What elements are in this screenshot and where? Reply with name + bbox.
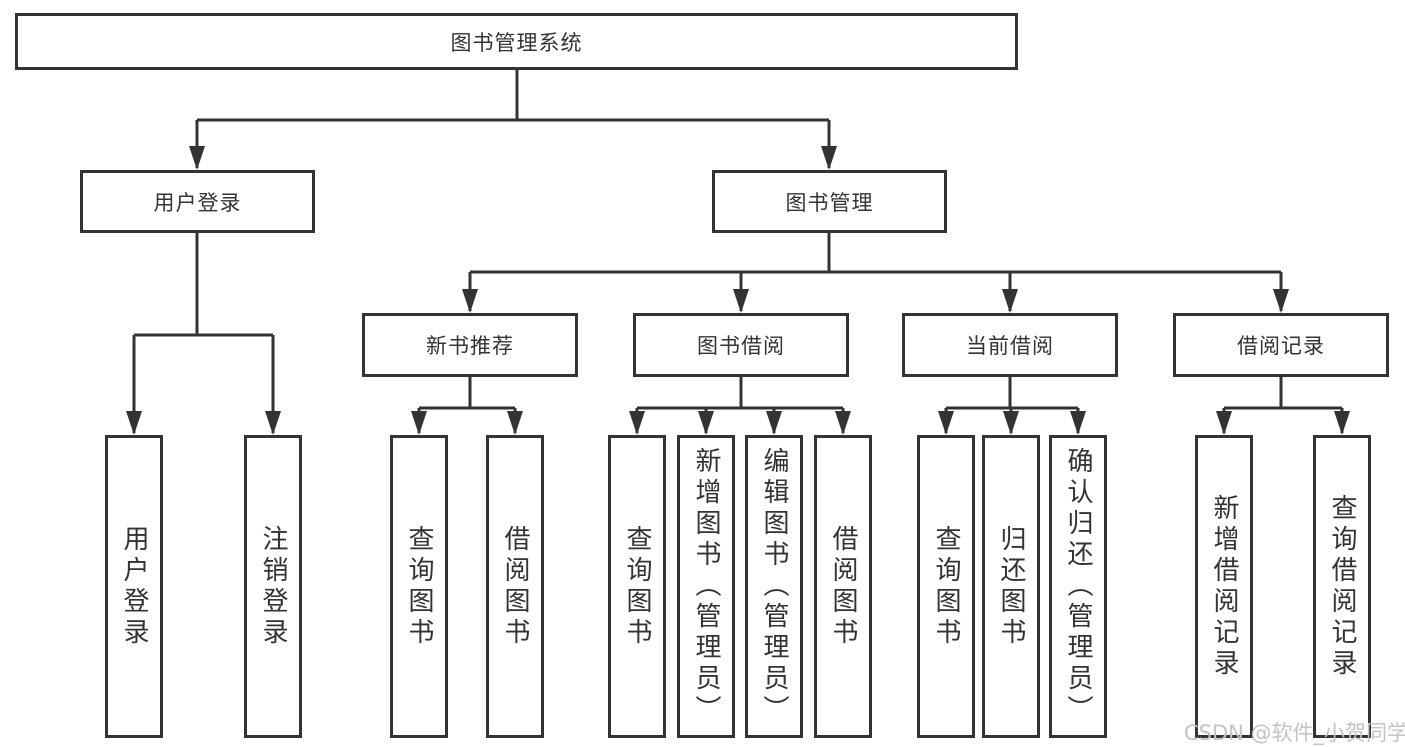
leaf-bb-add-books-admin: 新增图书（管理员） xyxy=(677,435,735,738)
node-book-borrow: 图书借阅 xyxy=(633,313,849,377)
connector-new-book-recommend xyxy=(411,377,523,435)
leaf-nb-borrow-books-label: 借阅图书 xyxy=(500,524,530,649)
node-borrow-records-label: 借阅记录 xyxy=(1237,334,1325,358)
leaf-cb-query-books-label: 查询图书 xyxy=(931,524,961,649)
node-user-login: 用户登录 xyxy=(80,170,315,233)
node-book-borrow-label: 图书借阅 xyxy=(697,334,785,358)
connector-borrow-records xyxy=(1216,377,1350,435)
leaf-cb-query-books: 查询图书 xyxy=(917,435,975,738)
leaf-br-add-record: 新增借阅记录 xyxy=(1195,435,1253,738)
node-book-management: 图书管理 xyxy=(712,170,947,233)
leaf-bb-borrow-books-label: 借阅图书 xyxy=(828,524,858,649)
leaf-bb-query-books-label: 查询图书 xyxy=(622,524,652,649)
leaf-cb-confirm-return-admin-label: 确认归还（管理员） xyxy=(1063,447,1093,726)
node-library-system-label: 图书管理系统 xyxy=(450,30,583,55)
leaf-cb-return-books: 归还图书 xyxy=(982,435,1040,738)
node-library-system: 图书管理系统 xyxy=(15,13,1018,70)
node-borrow-records: 借阅记录 xyxy=(1173,313,1389,377)
node-current-borrow: 当前借阅 xyxy=(902,313,1118,377)
leaf-cb-confirm-return-admin: 确认归还（管理员） xyxy=(1049,435,1107,738)
leaf-br-add-record-label: 新增借阅记录 xyxy=(1209,493,1239,680)
connector-book-management xyxy=(462,233,1289,313)
connector-user-login xyxy=(126,233,281,435)
leaf-br-query-record-label: 查询借阅记录 xyxy=(1327,493,1357,680)
node-current-borrow-label: 当前借阅 xyxy=(966,334,1054,358)
leaf-bb-add-books-admin-label: 新增图书（管理员） xyxy=(691,447,721,726)
leaf-br-query-record: 查询借阅记录 xyxy=(1313,435,1371,738)
leaf-bb-query-books: 查询图书 xyxy=(608,435,666,738)
node-user-login-label: 用户登录 xyxy=(153,190,242,215)
leaf-nb-query-books: 查询图书 xyxy=(390,435,448,738)
leaf-bb-borrow-books: 借阅图书 xyxy=(814,435,872,738)
watermark: CSDN @软件_小贺同学 xyxy=(1184,721,1405,745)
leaf-logout-login: 注销登录 xyxy=(244,435,302,738)
leaf-nb-query-books-label: 查询图书 xyxy=(404,524,434,649)
connector-current-borrow xyxy=(938,377,1086,435)
connector-book-borrow xyxy=(629,377,851,435)
leaf-cb-return-books-label: 归还图书 xyxy=(996,524,1026,649)
connector-root xyxy=(189,70,837,170)
leaf-nb-borrow-books: 借阅图书 xyxy=(486,435,544,738)
leaf-user-login: 用户登录 xyxy=(105,435,163,738)
leaf-bb-edit-books-admin: 编辑图书（管理员） xyxy=(745,435,803,738)
node-book-management-label: 图书管理 xyxy=(785,190,874,215)
node-new-book-recommend: 新书推荐 xyxy=(362,313,578,377)
node-new-book-recommend-label: 新书推荐 xyxy=(426,334,514,358)
leaf-bb-edit-books-admin-label: 编辑图书（管理员） xyxy=(759,447,789,726)
leaf-logout-login-label: 注销登录 xyxy=(258,524,288,649)
leaf-user-login-label: 用户登录 xyxy=(119,524,149,649)
